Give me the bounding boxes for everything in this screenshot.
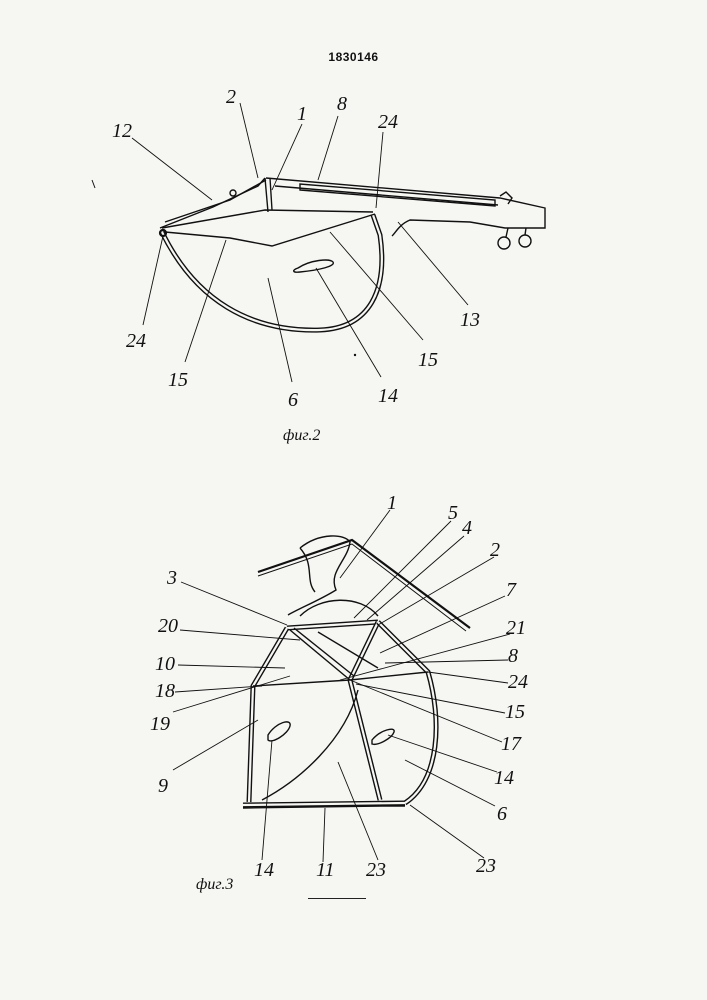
stray-dot — [354, 354, 356, 356]
fig3-label-2: 2 — [490, 539, 500, 561]
fig2-caption: фиг.2 — [283, 427, 320, 444]
fig3-label-11: 11 — [316, 859, 335, 881]
fig3-label-15: 15 — [505, 701, 525, 723]
fig2-label-12: 12 — [112, 120, 132, 142]
fig2-label-15-left: 15 — [168, 369, 188, 391]
fig2-label-24-left: 24 — [126, 330, 146, 352]
fig3-label-8: 8 — [508, 645, 518, 667]
bottom-rule — [308, 898, 366, 899]
fig3-label-10: 10 — [155, 653, 175, 675]
fig2-label-1: 1 — [297, 103, 307, 125]
fig2-label-8: 8 — [337, 93, 347, 115]
fig3-label-17: 17 — [501, 733, 522, 755]
fig3-label-19: 19 — [150, 713, 170, 735]
fig2-label-13: 13 — [460, 309, 480, 331]
fig3-label-23-mid: 23 — [366, 859, 386, 881]
fig3-label-20: 20 — [158, 615, 178, 637]
fig2-label-14: 14 — [378, 385, 398, 407]
fig3-label-7: 7 — [506, 579, 517, 601]
fig3-label-4: 4 — [462, 517, 472, 539]
fig3-label-14-right: 14 — [494, 767, 514, 789]
fig3-label-24: 24 — [508, 671, 528, 693]
fig3-label-23-right: 23 — [476, 855, 496, 877]
fig2-label-2: 2 — [226, 86, 236, 108]
figure-3-drawing — [173, 510, 510, 862]
fig2-label-6: 6 — [288, 389, 298, 411]
fig2-label-15-right: 15 — [418, 349, 438, 371]
fig3-label-14-left: 14 — [254, 859, 274, 881]
fig3-label-21: 21 — [506, 617, 526, 639]
figure-2-drawing — [132, 103, 545, 382]
fig3-label-18: 18 — [155, 680, 175, 702]
fig3-label-6: 6 — [497, 803, 507, 825]
fig3-label-3: 3 — [166, 567, 177, 589]
fig3-caption: фиг.3 — [196, 876, 233, 893]
fig3-label-9: 9 — [158, 775, 168, 797]
stray-mark — [92, 180, 95, 188]
fig3-label-5: 5 — [448, 502, 458, 524]
fig3-label-1: 1 — [387, 492, 397, 514]
fig2-label-24-top: 24 — [378, 111, 398, 133]
